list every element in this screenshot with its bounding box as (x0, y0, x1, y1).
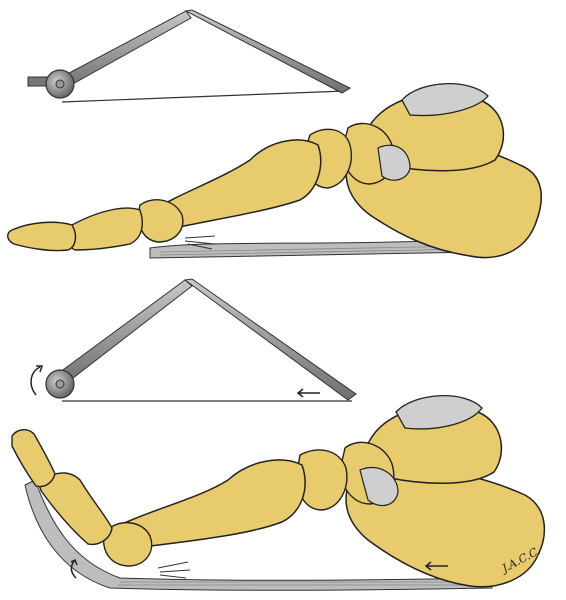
top-windlass-rod-right (186, 10, 350, 93)
bottom-foot-skeleton (12, 396, 544, 591)
bottom-windlass-model (31, 279, 356, 401)
top-windlass-rod-left (56, 11, 191, 90)
rotation-arrow-icon (31, 367, 40, 395)
top-proximal-phalanx (68, 208, 142, 250)
bottom-windlass-rod-right (185, 279, 356, 400)
pulley-hub-icon (56, 380, 64, 388)
top-windlass-model (28, 10, 350, 102)
bottom-fascia-fan (158, 562, 190, 578)
top-windlass-base-line (62, 91, 345, 102)
top-metatarsal-head (139, 200, 183, 242)
top-foot-skeleton (8, 84, 542, 258)
bottom-panel (12, 279, 544, 590)
pulley-hub-icon (56, 80, 64, 88)
top-distal-phalanx (8, 222, 76, 250)
top-panel (8, 10, 542, 258)
bottom-windlass-rod-left (56, 280, 192, 385)
tension-arrow-icon (298, 389, 320, 397)
bottom-distal-phalanx (12, 430, 55, 487)
